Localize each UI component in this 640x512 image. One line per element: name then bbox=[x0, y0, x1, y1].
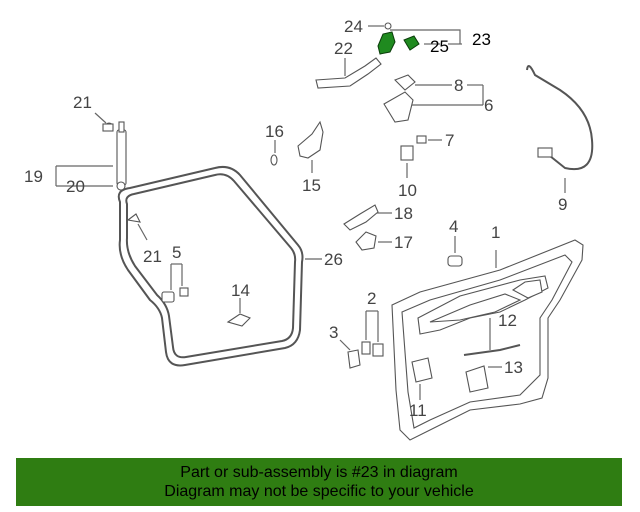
lift-support bbox=[55, 112, 127, 191]
parts-15-16 bbox=[270, 120, 324, 173]
callout-1: 1 bbox=[491, 223, 500, 242]
callout-5: 5 bbox=[172, 243, 181, 262]
small-parts bbox=[126, 213, 463, 369]
callout-12: 12 bbox=[498, 311, 517, 330]
footer-line-2: Diagram may not be specific to your vehi… bbox=[164, 483, 474, 500]
callout-18: 18 bbox=[394, 204, 413, 223]
callout-16: 16 bbox=[265, 122, 284, 141]
callout-4: 4 bbox=[449, 217, 458, 236]
callout-19: 19 bbox=[24, 167, 43, 186]
callout-25: 25 bbox=[430, 37, 449, 56]
callout-8: 8 bbox=[454, 76, 463, 95]
liftgate-door bbox=[391, 239, 584, 441]
callout-13: 13 bbox=[504, 358, 523, 377]
part-23-highlighted bbox=[368, 22, 462, 55]
callout-20: 20 bbox=[66, 177, 85, 196]
callout-14: 14 bbox=[231, 281, 250, 300]
callout-21-top: 21 bbox=[73, 93, 92, 112]
callout-17: 17 bbox=[394, 233, 413, 252]
hinge-assembly bbox=[383, 74, 484, 178]
callout-2: 2 bbox=[367, 289, 376, 308]
callout-15: 15 bbox=[302, 176, 321, 195]
callout-11: 11 bbox=[409, 401, 427, 420]
footer-banner: Part or sub-assembly is #23 in diagram D… bbox=[16, 458, 622, 506]
part-22-washer-hose bbox=[315, 57, 382, 89]
callout-22: 22 bbox=[334, 39, 353, 58]
latch-parts bbox=[411, 318, 521, 400]
callout-7: 7 bbox=[445, 131, 454, 150]
weatherstrip bbox=[117, 165, 322, 367]
footer-line-1: Part or sub-assembly is #23 in diagram bbox=[180, 464, 458, 481]
callout-26: 26 bbox=[324, 250, 343, 269]
release-cable bbox=[526, 65, 594, 193]
callout-21-bottom: 21 bbox=[143, 247, 162, 266]
callout-24: 24 bbox=[344, 17, 363, 36]
callout-6: 6 bbox=[484, 96, 493, 115]
parts-17-18 bbox=[343, 204, 392, 251]
callout-23: 23 bbox=[472, 30, 491, 49]
callout-9: 9 bbox=[558, 195, 567, 214]
parts-diagram: 1 2 3 4 5 6 7 8 9 10 11 12 13 14 15 16 1… bbox=[24, 17, 594, 441]
callout-3: 3 bbox=[329, 323, 338, 342]
callout-10: 10 bbox=[398, 181, 417, 200]
